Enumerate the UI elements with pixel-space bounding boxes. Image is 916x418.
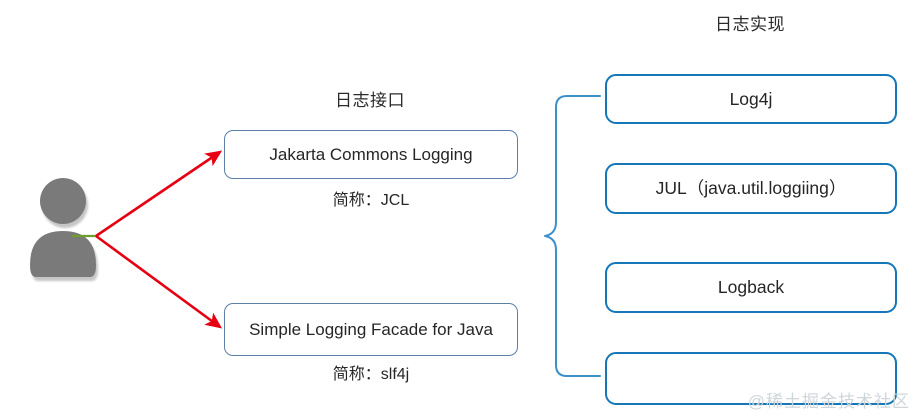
page-title-interface: 日志接口 (335, 91, 405, 110)
node-log4j[interactable]: Log4j (605, 74, 897, 124)
node-jul[interactable]: JUL（java.util.loggiing） (605, 163, 897, 214)
alias-jcl: 简称：JCL (332, 192, 410, 209)
arrow-to-slf4j (95, 234, 223, 329)
node-simple-logging-facade-for-java[interactable]: Simple Logging Facade for Java (224, 303, 518, 356)
node-logback[interactable]: Logback (605, 262, 897, 313)
grouping-brace (544, 95, 601, 377)
node-empty-placeholder[interactable] (605, 352, 897, 405)
alias-slf4j: 简称：slf4j (332, 366, 410, 383)
arrow-to-jcl (95, 150, 223, 238)
node-jakarta-commons-logging[interactable]: Jakarta Commons Logging (224, 130, 518, 179)
user-avatar-icon (30, 178, 98, 281)
page-title-implementation: 日志实现 (715, 15, 785, 34)
